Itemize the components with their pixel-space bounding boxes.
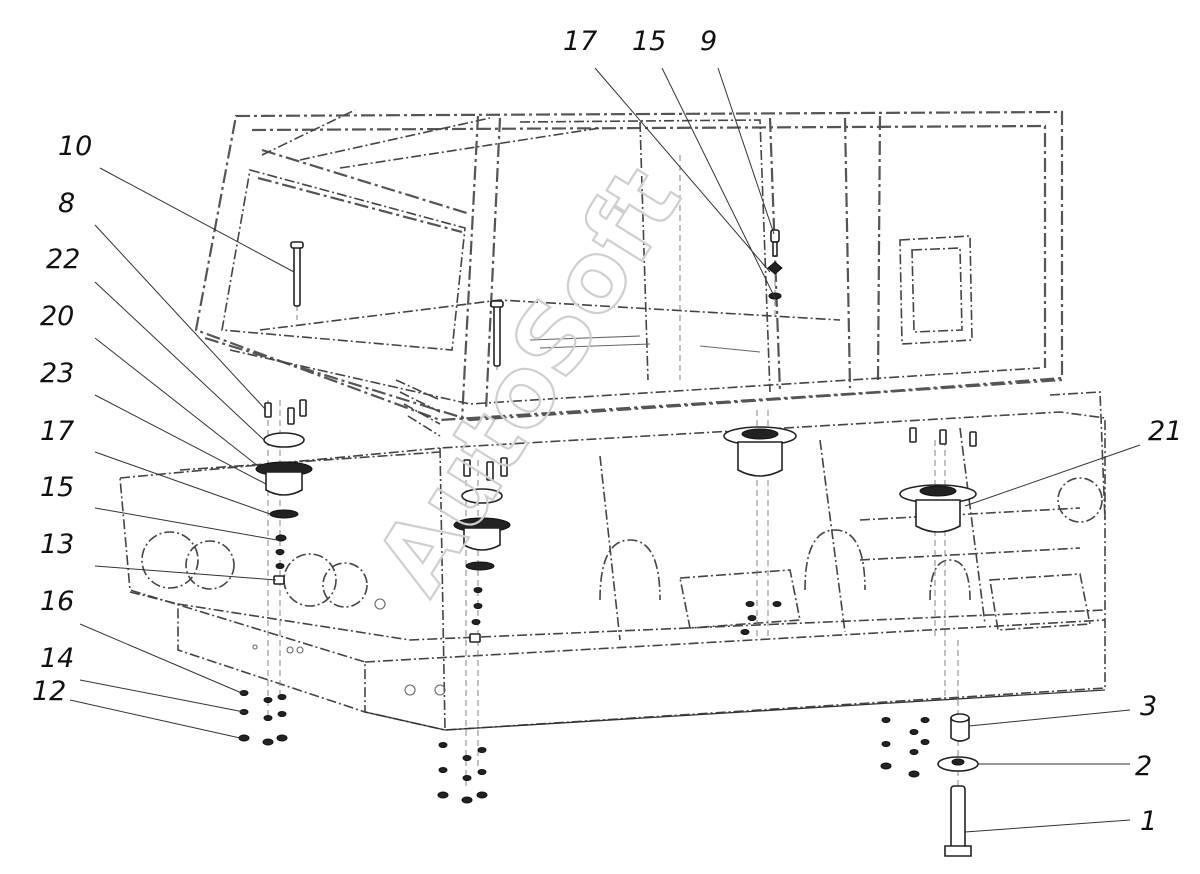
bolt-stack-top-right — [767, 229, 783, 300]
callout-22: 22 — [46, 244, 80, 275]
fastener-set-left — [238, 690, 288, 746]
callout-15-top: 15 — [632, 26, 666, 57]
washer-part-2 — [937, 756, 979, 772]
callout-10: 10 — [58, 131, 92, 162]
callout-21: 21 — [1148, 416, 1182, 447]
callout-13: 13 — [40, 529, 74, 560]
cab-frame — [194, 109, 1064, 437]
callout-1: 1 — [1140, 806, 1157, 837]
callout-15-left: 15 — [40, 472, 74, 503]
callout-12: 12 — [32, 676, 66, 707]
mount-right-2 — [899, 427, 977, 533]
callout-14: 14 — [40, 643, 74, 674]
chassis-frame — [119, 391, 1106, 731]
mount-right-1 — [723, 426, 797, 635]
fastener-set-center — [437, 742, 488, 804]
callout-3: 3 — [1140, 691, 1157, 722]
callout-2: 2 — [1135, 751, 1152, 782]
callout-labels: 17 15 9 10 8 22 20 23 17 15 13 16 14 12 … — [32, 26, 1182, 837]
callout-8: 8 — [58, 188, 75, 219]
fastener-set-right — [880, 717, 930, 778]
mount-stack-left — [255, 399, 313, 585]
leader-lines — [69, 67, 1141, 833]
callout-20: 20 — [40, 301, 74, 332]
long-bolt-center — [490, 300, 504, 367]
callout-23: 23 — [40, 358, 74, 389]
callout-17-top: 17 — [563, 26, 597, 57]
bushing-part-3 — [950, 713, 970, 742]
callout-9: 9 — [700, 26, 717, 57]
callout-16: 16 — [40, 586, 74, 617]
mount-stack-center — [453, 457, 511, 643]
long-bolt-left — [290, 241, 304, 307]
bolt-part-1 — [944, 785, 972, 857]
callout-17-left: 17 — [40, 416, 74, 447]
